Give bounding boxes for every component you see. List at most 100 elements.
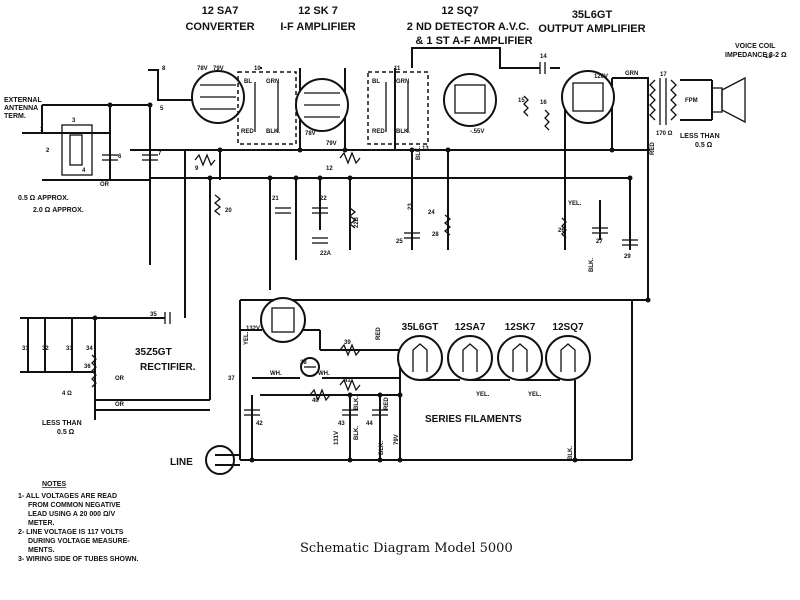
svg-text:6: 6 xyxy=(118,154,122,160)
output-tube xyxy=(561,70,615,124)
svg-text:33: 33 xyxy=(66,346,73,352)
svg-text:2: 2 xyxy=(46,148,50,154)
svg-text:12 SK 7: 12 SK 7 xyxy=(298,5,338,17)
svg-text:5: 5 xyxy=(160,106,164,112)
svg-text:25: 25 xyxy=(396,239,403,245)
svg-text:79V: 79V xyxy=(326,141,337,147)
svg-text:12SK7: 12SK7 xyxy=(505,322,536,333)
svg-text:21: 21 xyxy=(272,196,279,202)
svg-text:-.55V: -.55V xyxy=(470,129,484,135)
output-transformer xyxy=(649,78,677,125)
svg-text:15: 15 xyxy=(518,98,525,104)
svg-text:RECTIFIER.: RECTIFIER. xyxy=(140,362,196,373)
svg-text:YEL.: YEL. xyxy=(244,331,250,345)
part-numbers: 1 2 3 4 5 6 7 8 9 10 11 12 13 14 15 16 1… xyxy=(22,54,772,427)
svg-text:CONVERTER: CONVERTER xyxy=(185,21,254,33)
notes: NOTES 1- ALL VOLTAGES ARE READ FROM COMM… xyxy=(18,481,139,563)
svg-text:BLK.: BLK. xyxy=(396,129,410,135)
svg-text:3- WIRING SIDE OF TUBES SHOWN.: 3- WIRING SIDE OF TUBES SHOWN. xyxy=(18,556,139,563)
svg-text:RED: RED xyxy=(376,327,382,340)
svg-text:35L6GT: 35L6GT xyxy=(572,9,613,21)
svg-text:0.5 Ω: 0.5 Ω xyxy=(695,142,713,149)
svg-text:16: 16 xyxy=(540,100,547,106)
svg-text:YEL.: YEL. xyxy=(476,392,490,398)
svg-text:29: 29 xyxy=(624,254,631,260)
junction-dots xyxy=(92,102,651,463)
converter-tube xyxy=(191,70,245,124)
svg-text:2- LINE VOLTAGE IS 117 VOLTS: 2- LINE VOLTAGE IS 117 VOLTS xyxy=(18,529,124,536)
voltage-labels: 78V 79V 78V 79V 126V -.55V 132V 131V 79V xyxy=(197,66,608,445)
svg-text:2 ND DETECTOR A.V.C.: 2 ND DETECTOR A.V.C. xyxy=(407,21,529,33)
filament-tube-35l6gt xyxy=(397,335,443,381)
svg-text:GRN: GRN xyxy=(625,71,638,77)
svg-text:126V: 126V xyxy=(594,74,608,80)
svg-text:RED: RED xyxy=(384,397,390,410)
converter-heading: 12 SA7 CONVERTER xyxy=(185,5,254,33)
svg-text:EXTERNAL: EXTERNAL xyxy=(4,97,42,104)
svg-text:22B: 22B xyxy=(354,216,360,228)
svg-text:12 SQ7: 12 SQ7 xyxy=(441,5,478,17)
svg-text:TERM.: TERM. xyxy=(4,113,26,120)
svg-text:RED: RED xyxy=(241,129,254,135)
svg-text:0.5 Ω: 0.5 Ω xyxy=(57,429,75,436)
svg-text:LESS THAN: LESS THAN xyxy=(42,420,82,427)
diagram-caption: Schematic Diagram Model 5000 xyxy=(300,541,513,556)
svg-text:MENTS.: MENTS. xyxy=(28,547,55,554)
svg-text:12SQ7: 12SQ7 xyxy=(552,322,584,333)
svg-text:22A: 22A xyxy=(320,251,332,257)
svg-text:36: 36 xyxy=(84,364,91,370)
detector-tube xyxy=(443,73,497,127)
svg-text:BLK.: BLK. xyxy=(266,129,280,135)
svg-text:OR: OR xyxy=(115,376,125,382)
approx-label-2: 2.0 Ω APPROX. xyxy=(33,207,84,214)
svg-text:132V: 132V xyxy=(246,326,260,332)
svg-text:12: 12 xyxy=(326,166,333,172)
svg-text:8: 8 xyxy=(162,66,166,72)
svg-text:BLK.: BLK. xyxy=(568,446,574,460)
svg-text:RED: RED xyxy=(650,142,656,155)
svg-text:DURING VOLTAGE MEASURE-: DURING VOLTAGE MEASURE- xyxy=(28,538,130,545)
svg-text:24: 24 xyxy=(428,210,435,216)
ohm-170-label: 170 Ω xyxy=(656,131,673,137)
svg-text:39: 39 xyxy=(344,340,351,346)
svg-text:26: 26 xyxy=(558,228,565,234)
svg-text:ANTENNA: ANTENNA xyxy=(4,105,38,112)
svg-text:9: 9 xyxy=(195,166,199,172)
svg-text:1: 1 xyxy=(40,127,44,133)
filament-tube-labels: 35L6GT 12SA7 12SK7 12SQ7 xyxy=(402,322,584,333)
svg-text:YEL.: YEL. xyxy=(568,201,582,207)
svg-text:78V: 78V xyxy=(197,66,208,72)
svg-text:YEL.: YEL. xyxy=(528,392,542,398)
svg-text:18: 18 xyxy=(765,54,772,60)
four-ohm-label: 4 Ω xyxy=(62,391,72,397)
svg-text:BL: BL xyxy=(244,79,252,85)
less-than-label-speaker: LESS THAN 0.5 Ω xyxy=(680,133,720,149)
svg-text:11: 11 xyxy=(394,66,401,72)
resistors xyxy=(91,95,567,402)
svg-text:BLK.: BLK. xyxy=(354,426,360,440)
svg-text:27: 27 xyxy=(596,239,603,245)
svg-text:BLK.: BLK. xyxy=(589,258,595,272)
svg-text:79V: 79V xyxy=(394,434,400,445)
if-transformer-10 xyxy=(237,71,297,145)
svg-text:4: 4 xyxy=(82,168,86,174)
svg-text:17: 17 xyxy=(660,72,667,78)
svg-text:BLK.: BLK. xyxy=(379,441,385,455)
svg-text:METER.: METER. xyxy=(28,520,55,527)
svg-text:LESS THAN: LESS THAN xyxy=(680,133,720,140)
filament-tube-12sa7 xyxy=(447,335,493,381)
svg-text:79V: 79V xyxy=(213,66,224,72)
wire-color-labels: BL GRN RED BLK. BL GRN RED BLK. GRN OR O… xyxy=(100,71,656,460)
fpm-label: FPM xyxy=(685,98,698,104)
svg-text:14: 14 xyxy=(540,54,547,60)
svg-text:BLK.: BLK. xyxy=(354,396,360,410)
svg-text:35: 35 xyxy=(150,312,157,318)
series-filaments-label: SERIES FILAMENTS xyxy=(425,414,522,425)
svg-text:3: 3 xyxy=(72,118,76,124)
svg-text:GRN: GRN xyxy=(396,79,409,85)
svg-text:22: 22 xyxy=(320,196,327,202)
filament-tube-12sq7 xyxy=(545,335,591,381)
svg-text:13: 13 xyxy=(422,146,429,152)
svg-text:GRN: GRN xyxy=(266,79,279,85)
svg-text:23: 23 xyxy=(408,203,414,210)
